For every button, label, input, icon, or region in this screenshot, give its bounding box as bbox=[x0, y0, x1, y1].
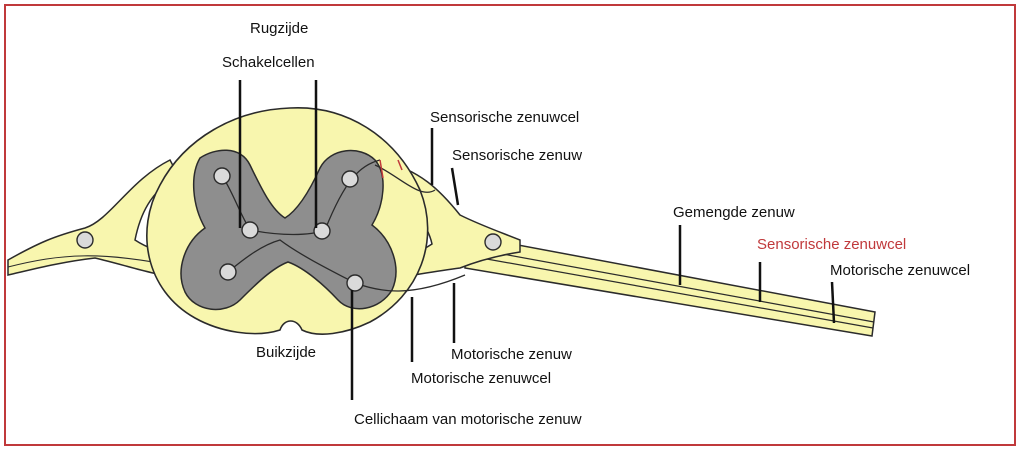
cell-body bbox=[346, 274, 364, 292]
pointer-line bbox=[450, 167, 460, 206]
label-motor-nerve: Motorische zenuw bbox=[451, 346, 572, 363]
pointer-line bbox=[830, 281, 836, 324]
left-nerve-shape bbox=[7, 159, 186, 279]
label-ventral-side: Buikzijde bbox=[256, 344, 316, 361]
label-motor-neuron-bottom: Motorische zenuwcel bbox=[411, 370, 551, 387]
mixed-nerve-fiber-line bbox=[469, 247, 875, 323]
cell-body bbox=[213, 167, 231, 185]
label-motor-cell-body: Cellichaam van motorische zenuw bbox=[354, 411, 582, 428]
label-sensory-neuron-highlight: Sensorische zenuwcel bbox=[757, 236, 906, 253]
cell-body bbox=[313, 222, 331, 240]
red-mark bbox=[397, 159, 403, 171]
label-mixed-nerve: Gemengde zenuw bbox=[673, 204, 795, 221]
ganglion-cell-body bbox=[484, 233, 502, 251]
red-mark bbox=[379, 159, 384, 179]
label-sensory-neuron: Sensorische zenuwcel bbox=[430, 109, 579, 126]
label-dorsal-side: Rugzijde bbox=[250, 20, 308, 37]
label-interneurons: Schakelcellen bbox=[222, 54, 315, 71]
label-motor-neuron-right: Motorische zenuwcel bbox=[830, 262, 970, 279]
cell-body bbox=[219, 263, 237, 281]
cell-body bbox=[241, 221, 259, 239]
motor-pathway bbox=[227, 239, 356, 284]
label-sensory-nerve: Sensorische zenuw bbox=[452, 147, 582, 164]
cell-body bbox=[341, 170, 359, 188]
ganglion-cell-body bbox=[76, 231, 94, 249]
mixed-nerve-fiber-line bbox=[469, 255, 874, 329]
